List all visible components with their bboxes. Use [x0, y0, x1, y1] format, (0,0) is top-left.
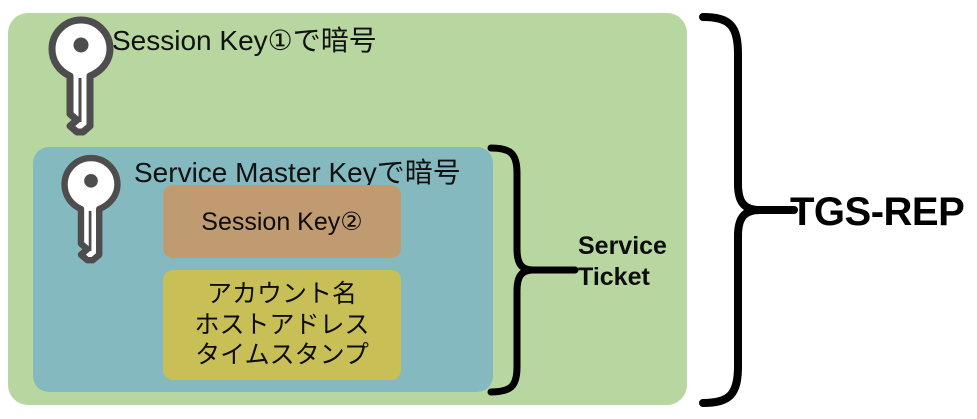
key-icon — [47, 16, 115, 138]
ticket-fields-box: アカウント名 ホストアドレス タイムスタンプ — [163, 270, 401, 380]
service-ticket-label-line-1: Service — [578, 232, 667, 260]
ticket-field-timestamp: タイムスタンプ — [195, 341, 369, 370]
ticket-field-account-name: アカウント名 — [206, 280, 357, 309]
outer-encryption-label: Session Key①で暗号 — [112, 25, 377, 56]
tgs-rep-label: TGS-REP — [790, 190, 965, 234]
service-ticket-label: Service Ticket — [578, 231, 667, 292]
service-ticket-label-line-2: Ticket — [578, 262, 650, 291]
inner-encryption-label: Service Master Keyで暗号 — [134, 157, 461, 188]
ticket-field-host-address: ホストアドレス — [194, 310, 370, 339]
key-icon — [60, 153, 122, 267]
service-ticket-brace-icon — [487, 143, 582, 397]
session-key-2-box: Session Key② — [163, 185, 401, 258]
session-key-2-text: Session Key② — [201, 207, 363, 236]
tgs-rep-brace-icon — [698, 12, 798, 412]
